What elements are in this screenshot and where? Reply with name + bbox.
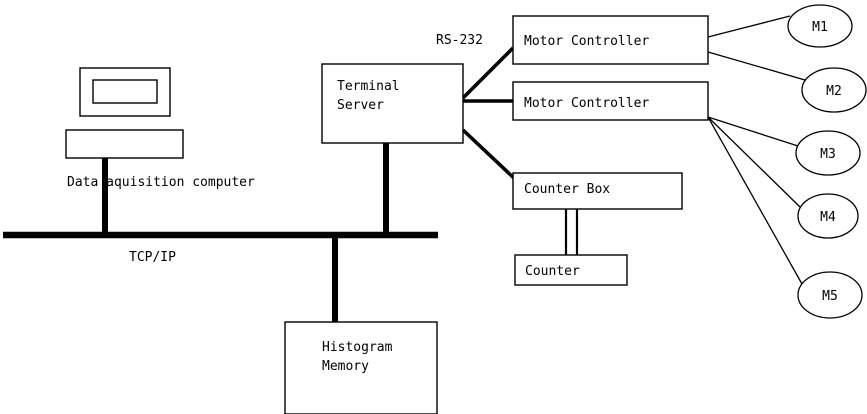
motor-controller-1-box <box>512 15 709 65</box>
counter-node[interactable]: Counter <box>514 254 628 286</box>
terminal-server-box <box>321 63 464 144</box>
motor-controller-1-to-m1-line <box>707 15 791 38</box>
motor-controller-2-box <box>512 81 709 121</box>
motor-controller-1-label: Motor Controller <box>524 34 649 49</box>
motor-controller-1-node[interactable]: Motor Controller <box>512 15 709 65</box>
counter-box-label: Counter Box <box>524 182 610 197</box>
motor-controller-2-to-m5-line <box>707 116 803 285</box>
data-acquisition-computer[interactable]: Data aquisition computer <box>65 67 255 190</box>
data-acquisition-computer-label: Data aquisition computer <box>67 175 255 190</box>
counter-rect <box>514 254 628 286</box>
motor-label-m1: M1 <box>812 20 828 35</box>
computer-base-icon <box>65 129 184 159</box>
counter-label: Counter <box>525 264 580 279</box>
tcpip-label: TCP/IP <box>129 250 176 265</box>
motor-controller-1-to-m2-line <box>707 51 806 81</box>
motor-label-m3: M3 <box>820 147 836 162</box>
rs232-label: RS-232 <box>436 33 483 48</box>
terminal-server-label-line2: Server <box>337 98 384 113</box>
motor-controller-2-to-m3-line <box>707 116 799 147</box>
terminal-server-to-counter-box-line <box>461 128 518 182</box>
histogram-memory-label-line1: Histogram <box>322 340 393 355</box>
histogram-memory-box <box>284 321 438 414</box>
motor-ellipse-m5 <box>797 271 863 319</box>
terminal-server-to-motor-controller-1-line <box>461 46 515 100</box>
terminal-server-node[interactable]: Terminal Server <box>321 63 470 144</box>
motor-ellipse-m4 <box>797 193 859 239</box>
terminal-server-label: Terminal Server <box>337 79 470 113</box>
motor-node-m1[interactable]: M1 <box>787 4 853 48</box>
motor-controller-2-label: Motor Controller <box>524 96 649 111</box>
counter-box-rect <box>512 172 683 210</box>
motor-ellipse-m3 <box>795 130 861 176</box>
motor-node-m5[interactable]: M5 <box>797 271 863 319</box>
motor-controller-2-to-m4-line <box>707 116 801 208</box>
motor-label-m4: M4 <box>820 210 836 225</box>
motor-node-m4[interactable]: M4 <box>797 193 859 239</box>
motor-controller-2-node[interactable]: Motor Controller <box>512 81 709 121</box>
counter-box-node[interactable]: Counter Box <box>512 172 683 210</box>
motor-ellipse-m1 <box>787 4 853 48</box>
histogram-memory-node[interactable]: Histogram Memory <box>284 321 463 414</box>
motor-label-m2: M2 <box>826 84 842 99</box>
motor-ellipse-m2 <box>801 67 867 113</box>
histogram-memory-label-line2: Memory <box>322 359 369 374</box>
histogram-memory-label: Histogram Memory <box>322 340 463 374</box>
motor-node-m3[interactable]: M3 <box>795 130 861 176</box>
motor-label-m5: M5 <box>822 289 838 304</box>
terminal-server-label-line1: Terminal <box>337 79 400 94</box>
motor-node-m2[interactable]: M2 <box>801 67 867 113</box>
monitor-screen-icon <box>92 79 158 104</box>
